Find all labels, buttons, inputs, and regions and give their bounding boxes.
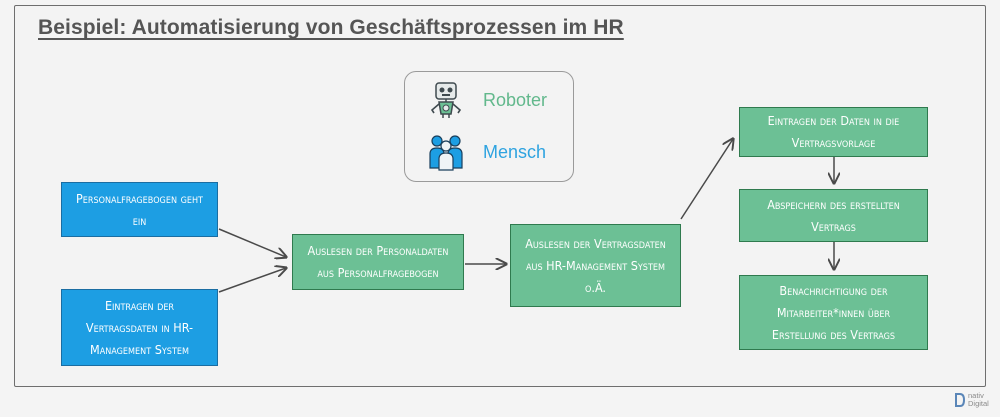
arrow-fragebogen-to-personaldaten [218, 228, 286, 257]
brand-icon [955, 393, 966, 407]
legend-robot: Roboter [427, 80, 547, 120]
box-vertrag-speichern: Abspeichern des erstellten Vertrags [739, 189, 928, 242]
people-icon [429, 135, 463, 171]
box-vertragsdaten-auslesen: Auslesen der Vertragsdaten aus HR-Manage… [510, 224, 681, 307]
legend-robot-label: Roboter [483, 89, 548, 110]
legend-human: Mensch [427, 132, 546, 172]
box-vertragsdaten-eintragen: Eintragen der Vertragsdaten in HR-Manage… [61, 289, 218, 366]
arrow-vertragsauslesen-to-vorlage [680, 139, 733, 220]
robot-icon [430, 82, 462, 118]
brand-line2: Digital [968, 399, 989, 408]
legend-human-label: Mensch [483, 141, 547, 162]
brand-logo: nativ Digital [954, 392, 989, 408]
box-benachrichtigung: Benachrichtigung der Mitarbeiter*innen ü… [739, 275, 928, 350]
box-vorlage-eintragen: Eintragen der Daten in die Vertragsvorla… [739, 107, 928, 157]
legend: Roboter Mensch [404, 71, 574, 182]
brand-line1: nativ [968, 391, 984, 400]
box-fragebogen-eingang: Personalfragebogen geht ein [61, 182, 218, 237]
page-title: Beispiel: Automatisierung von Geschäftsp… [38, 16, 624, 39]
arrow-vertragsdaten-to-personaldaten [218, 268, 286, 293]
box-personaldaten-auslesen: Auslesen der Personaldaten aus Personalf… [292, 234, 464, 290]
